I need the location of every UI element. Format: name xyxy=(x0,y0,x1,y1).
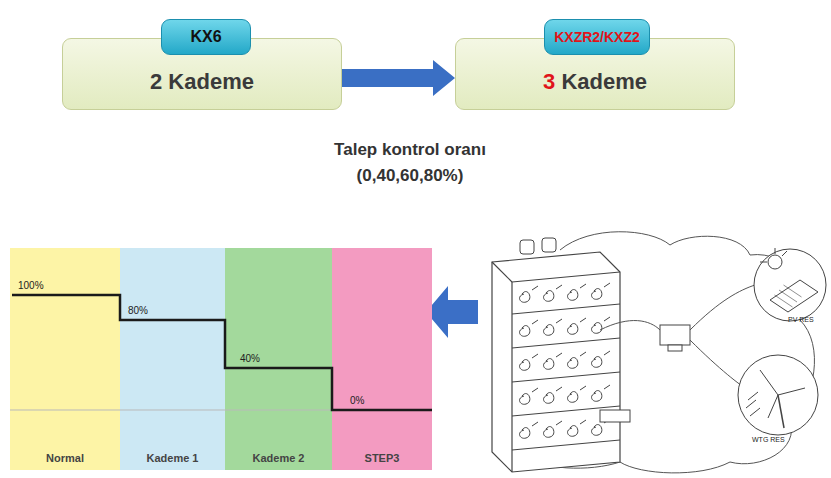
source-label: PV RES xyxy=(788,316,814,323)
model-tab: KXZR2/KXZ2 xyxy=(544,19,650,55)
node-text: 2 Kademe xyxy=(150,69,254,95)
node-text: KXZR2/KXZ2 xyxy=(554,29,640,45)
percent-label: 80% xyxy=(128,305,148,316)
level-box: 3 KademeKXZR2/KXZ2 xyxy=(455,38,735,110)
percent-label: 0% xyxy=(350,395,364,406)
node-text: Normal xyxy=(46,452,84,464)
source-label: WTG RES xyxy=(752,436,785,443)
level-box: 2 KademeKX6 xyxy=(62,38,342,110)
node-text: Kademe 2 xyxy=(253,452,305,464)
node-text: Kademe 1 xyxy=(147,452,199,464)
stage-band: STEP3 xyxy=(332,248,432,470)
percent-label: 100% xyxy=(18,280,44,291)
subtitle: (0,40,60,80%) xyxy=(357,166,464,186)
building xyxy=(492,252,620,472)
block-arrow xyxy=(426,286,478,338)
percent-label: 40% xyxy=(240,353,260,364)
subtitle: Talep kontrol oranı xyxy=(334,140,486,160)
node-text: KX6 xyxy=(190,28,221,46)
node-text: 3 Kademe xyxy=(543,69,647,95)
node-text: STEP3 xyxy=(365,452,400,464)
model-tab: KX6 xyxy=(161,19,251,55)
flow-arrow xyxy=(342,60,455,96)
stage-band: Kademe 1 xyxy=(120,248,225,470)
